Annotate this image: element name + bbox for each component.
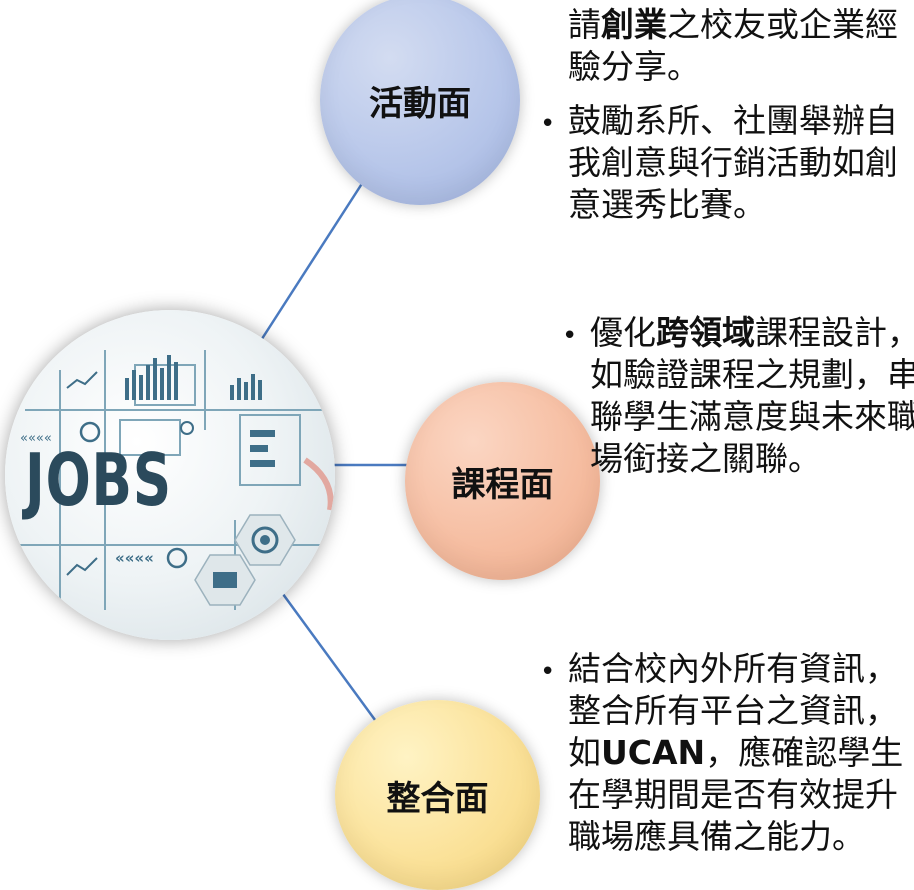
activity-label: 活動面 [369, 83, 471, 124]
svg-text:««««: «««« [20, 431, 52, 446]
activity-bullet-2: • 鼓勵系所、社團舉辦自我創意與行銷活動如創意選秀比賽。 [538, 100, 913, 226]
integration-label: 整合面 [386, 778, 489, 819]
pie-chart-icon [79, 421, 101, 443]
bullet-icon: • [540, 109, 556, 139]
bullet-icon: • [562, 321, 578, 351]
bullet-icon: • [540, 657, 556, 687]
bullet-text: 舉辦相關職涯演講如邀請創業之校友或企業經驗分享。 [568, 0, 898, 86]
bullet-text: 結合校內外所有資訊，整合所有平台之資訊，如UCAN，應確認學生在學期間是否有效提… [568, 649, 904, 856]
jobs-infographic: «««« «««« [15, 350, 335, 610]
bullet-text: 鼓勵系所、社團舉辦自我創意與行銷活動如創意選秀比賽。 [568, 101, 898, 224]
activity-bullet-1: • 舉辦相關職涯演講如邀請創業之校友或企業經驗分享。 [538, 0, 913, 88]
jobs-center-image: «««« «««« JOBS [5, 310, 335, 640]
integration-bubble: 整合面 [335, 700, 540, 890]
line-chart-icon [66, 371, 98, 389]
bar-chart-icon [125, 355, 262, 400]
clock-icon [166, 547, 188, 569]
bullet-text: 優化跨領域課程設計，如驗證課程之規劃，串聯學生滿意度與未來職場銜接之關聯。 [590, 313, 914, 478]
course-bubble: 課程面 [405, 382, 600, 580]
target-icon [234, 514, 296, 566]
integration-bullet-1: • 結合校內外所有資訊，整合所有平台之資訊，如UCAN，應確認學生在學期間是否有… [538, 648, 914, 858]
activity-bubble: 活動面 [320, 0, 520, 205]
svg-text:««««: «««« [115, 549, 154, 567]
course-label: 課程面 [451, 464, 554, 505]
connector-integration [278, 589, 388, 736]
course-bullet-1: • 優化跨領域課程設計，如驗證課程之規劃，串聯學生滿意度與未來職場銜接之關聯。 [560, 312, 914, 480]
mail-icon [194, 554, 256, 606]
connector-activity [256, 167, 374, 346]
bullet-icon: • [540, 0, 555, 10]
jobs-label: JOBS [25, 438, 172, 522]
